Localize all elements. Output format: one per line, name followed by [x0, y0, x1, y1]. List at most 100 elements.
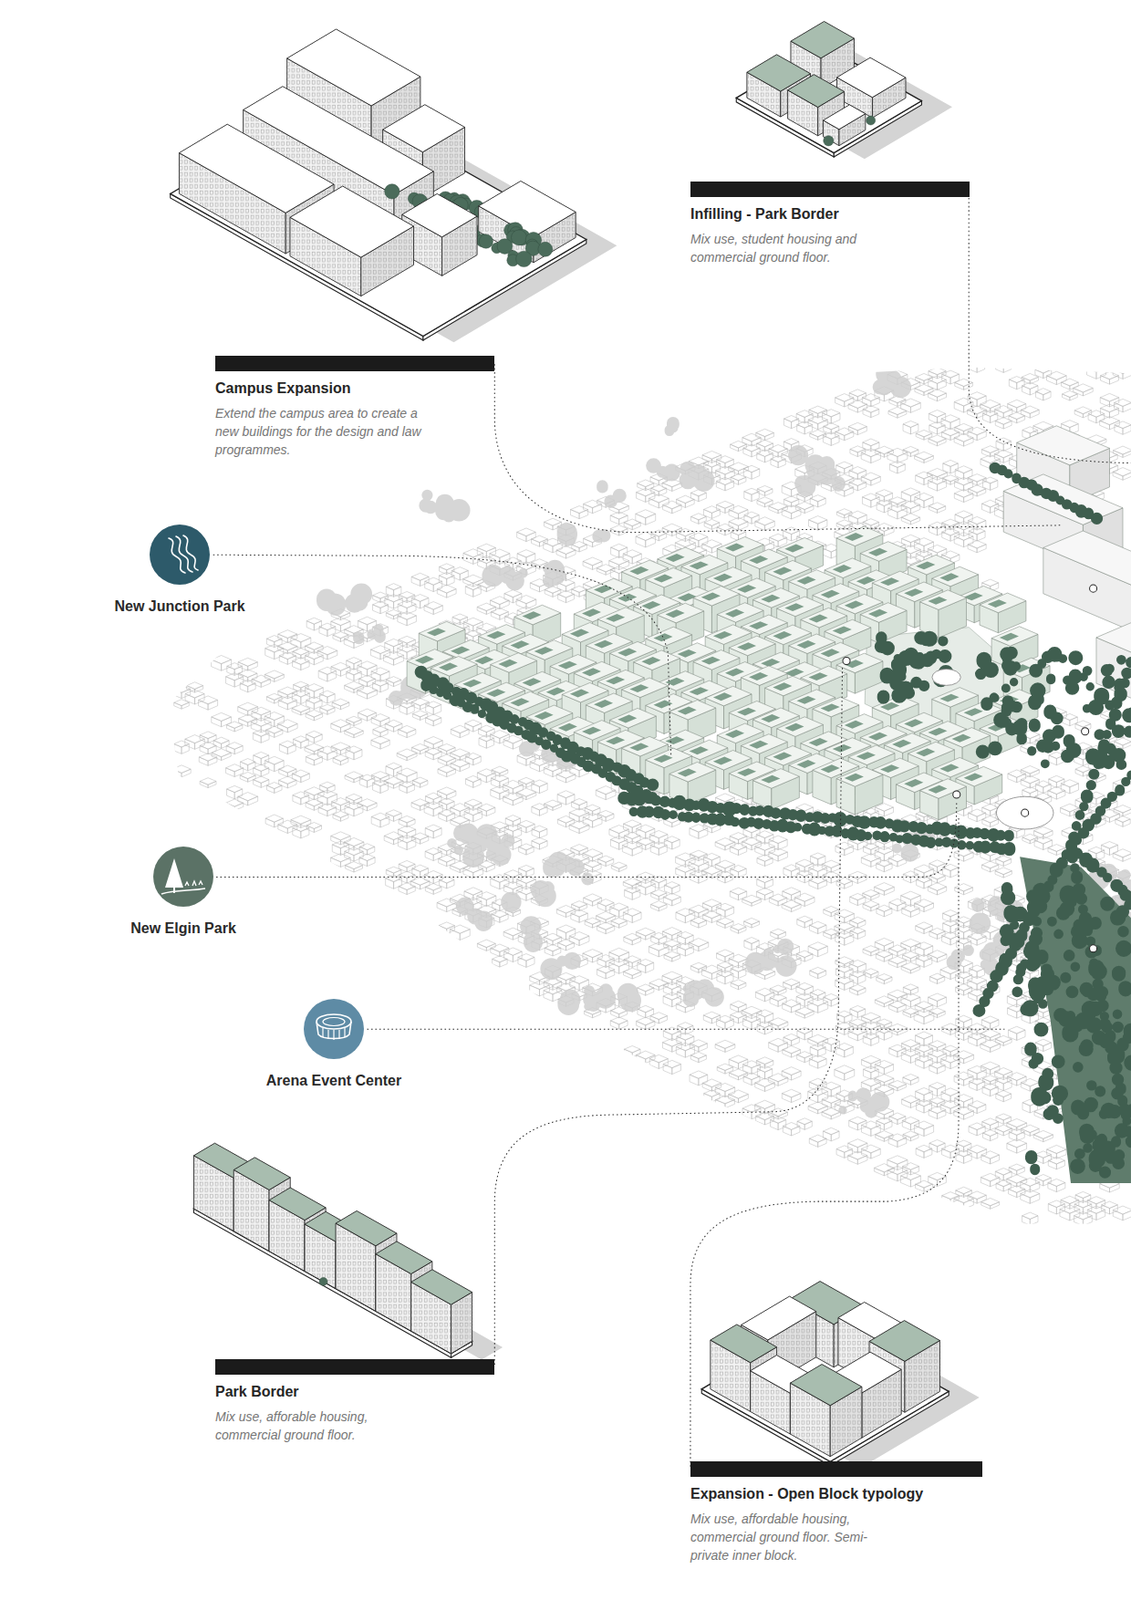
map-marker — [1081, 727, 1090, 736]
roof — [233, 1157, 291, 1191]
green-roof — [486, 688, 506, 697]
green-roof — [844, 600, 864, 609]
green-roof — [868, 548, 888, 557]
green-roof — [809, 737, 829, 747]
green-roof — [772, 682, 792, 691]
icon-badge — [152, 845, 215, 908]
green-roof — [450, 646, 470, 655]
icon-callout: Arena Event Center — [233, 997, 435, 1090]
tree-symbol — [165, 858, 184, 888]
leader-line — [367, 1028, 1006, 1030]
building-roof — [860, 541, 907, 561]
leader-line — [690, 815, 959, 1466]
building-roof — [610, 707, 657, 728]
building-roof — [944, 727, 991, 748]
grass-symbol — [185, 881, 203, 886]
green-roof — [952, 734, 972, 743]
green-roof — [701, 656, 721, 665]
building-roof — [824, 619, 872, 640]
green-roof — [736, 767, 757, 777]
building-roof — [490, 653, 538, 673]
green-roof — [581, 667, 602, 676]
title-bar — [215, 355, 495, 372]
green-roof — [713, 692, 733, 701]
green-roof — [653, 573, 673, 582]
green-roof — [713, 573, 733, 582]
campus-thumbnail — [170, 29, 618, 343]
green-roof — [987, 599, 1007, 608]
green-roof — [570, 629, 590, 638]
green-roof — [964, 772, 984, 781]
open-block-thumbnail — [701, 1281, 979, 1468]
roof — [290, 186, 415, 258]
green-roof — [713, 757, 733, 766]
green-roof — [760, 775, 780, 784]
icon-callout: New Junction Park — [79, 523, 281, 616]
building-roof — [765, 675, 812, 696]
callout-card: Infilling - Park BorderMix use, student … — [690, 181, 970, 267]
green-roof — [534, 711, 554, 720]
green-roof — [665, 553, 685, 562]
icon-symbol — [148, 523, 211, 586]
green-roof — [784, 544, 804, 553]
building-roof — [836, 653, 883, 673]
green-roof — [748, 740, 768, 749]
building-roof — [645, 747, 693, 768]
green-roof — [534, 646, 554, 655]
building-roof — [836, 714, 883, 734]
title-bar — [690, 181, 970, 198]
tree — [384, 184, 400, 199]
leader-line — [968, 189, 1131, 464]
green-roof — [462, 679, 482, 688]
green-roof — [964, 707, 984, 716]
green-roof — [999, 632, 1019, 642]
leader-line — [494, 363, 1061, 532]
green-roof — [772, 752, 792, 761]
building-roof — [920, 590, 967, 611]
green-roof — [809, 672, 829, 681]
green-roof — [426, 627, 447, 636]
green-roof — [903, 718, 924, 727]
ground-line — [161, 888, 206, 894]
tree — [511, 229, 528, 246]
green-roof — [736, 707, 757, 716]
green-roof — [796, 759, 816, 768]
icon-disc — [303, 998, 364, 1059]
green-roof — [689, 560, 709, 570]
green-roof — [748, 555, 768, 564]
building-roof — [681, 554, 728, 575]
green-roof — [641, 601, 661, 610]
building-roof — [716, 536, 764, 557]
green-roof — [832, 625, 852, 634]
icon-disc — [153, 846, 214, 907]
roof — [411, 1269, 473, 1305]
green-roof — [868, 732, 888, 741]
river-line — [183, 535, 198, 571]
green-roof — [772, 631, 792, 640]
tree — [866, 115, 876, 125]
building-roof — [1016, 425, 1111, 466]
roof — [788, 74, 845, 108]
green-roof — [593, 699, 613, 708]
roof — [178, 124, 334, 213]
green-roof — [689, 686, 709, 696]
green-roof — [713, 631, 733, 640]
green-roof — [748, 621, 768, 630]
icon-badge — [148, 523, 211, 586]
green-roof — [820, 703, 841, 712]
building-roof — [633, 650, 681, 671]
building-roof — [728, 635, 776, 656]
building-roof — [788, 570, 836, 590]
building-roof — [669, 761, 716, 782]
green-roof — [796, 695, 816, 705]
tree — [516, 250, 532, 267]
green-roof — [558, 661, 578, 670]
leader-line — [213, 554, 672, 757]
green-roof — [939, 572, 959, 582]
green-roof — [736, 584, 757, 593]
green-roof — [748, 672, 768, 681]
building-roof — [836, 767, 883, 787]
new-tree-rows — [415, 462, 1131, 1179]
park-border-thumbnail — [193, 1142, 503, 1360]
